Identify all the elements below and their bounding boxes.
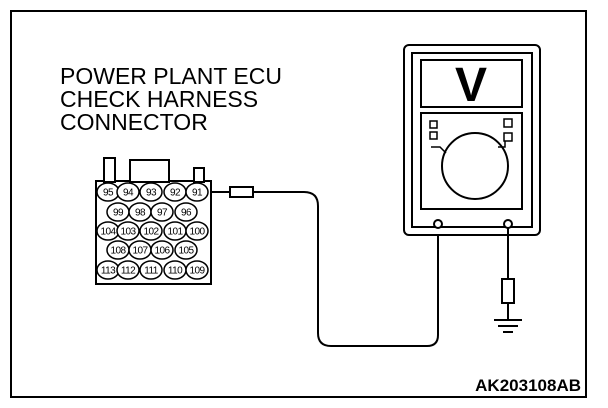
pin-97	[150, 202, 174, 222]
pin-label-110: 110	[168, 266, 183, 277]
pin-112	[116, 260, 140, 280]
pin-label-102: 102	[144, 227, 160, 238]
pin-105	[174, 240, 198, 260]
connector-icon: 95 94 93 92 91 99 98 97 96 104 103 102 101 100 108 107 1…	[95, 157, 212, 285]
pin-label-94: 94	[123, 188, 134, 199]
connector-latch-left	[103, 157, 116, 183]
pin-label-112: 112	[121, 266, 136, 277]
voltmeter-dial	[441, 132, 509, 200]
pin-111	[139, 260, 163, 280]
pin-label-106: 106	[155, 246, 171, 257]
pin-93	[139, 182, 163, 202]
pin-label-91: 91	[192, 188, 203, 199]
indicator-left-1	[429, 120, 438, 129]
connector-lock-tab	[129, 159, 170, 183]
pin-96	[174, 202, 198, 222]
pin-91	[185, 182, 209, 202]
title-line-2: CHECK HARNESS	[60, 86, 258, 112]
pin-label-109: 109	[190, 266, 206, 277]
voltmeter-display	[420, 59, 523, 108]
probe-body	[229, 186, 254, 198]
pin-label-98: 98	[135, 208, 146, 219]
ground-icon	[494, 319, 522, 333]
voltmeter-icon: V	[403, 44, 541, 236]
pin-106	[150, 240, 174, 260]
pin-103	[116, 221, 140, 241]
pin-label-111: 111	[144, 266, 158, 277]
indicator-right-2	[503, 132, 513, 142]
ground-lead	[501, 228, 515, 320]
pin-label-103: 103	[121, 227, 137, 238]
pin-100	[185, 221, 209, 241]
title-line-1: POWER PLANT ECU	[60, 63, 282, 89]
indicator-left-2	[429, 131, 438, 140]
pin-label-107: 107	[133, 246, 149, 257]
selector-mark-left	[431, 146, 447, 154]
selector-mark-right	[498, 141, 506, 148]
pin-label-101: 101	[168, 227, 184, 238]
pin-label-99: 99	[113, 208, 124, 219]
pin-label-96: 96	[181, 208, 192, 219]
pin-label-113: 113	[101, 266, 116, 277]
terminal-positive	[433, 219, 443, 229]
pin-label-108: 108	[111, 246, 127, 257]
pin-label-100: 100	[190, 227, 206, 238]
indicator-right-1	[503, 118, 513, 128]
pin-label-93: 93	[146, 188, 157, 199]
voltmeter-display-symbol: V	[455, 59, 487, 112]
pin-label-92: 92	[170, 188, 181, 199]
pin-label-97: 97	[157, 208, 168, 219]
title-line-3: CONNECTOR	[60, 109, 208, 135]
ground-probe-body	[501, 278, 515, 304]
pin-label-104: 104	[101, 227, 117, 238]
pin-label-95: 95	[103, 188, 114, 199]
lead-wire-positive	[264, 191, 439, 347]
terminal-negative	[503, 219, 513, 229]
pin-94	[116, 182, 140, 202]
pin-109	[185, 260, 209, 280]
connector-pins: 95 94 93 92 91 99 98 97 96 104 103 102 101 100 108 107 1…	[96, 182, 209, 280]
reference-code: AK203108AB	[475, 376, 581, 395]
pin-label-105: 105	[179, 246, 195, 257]
pin-102	[139, 221, 163, 241]
connector-latch-right	[193, 167, 205, 183]
probe-icon	[210, 186, 264, 198]
